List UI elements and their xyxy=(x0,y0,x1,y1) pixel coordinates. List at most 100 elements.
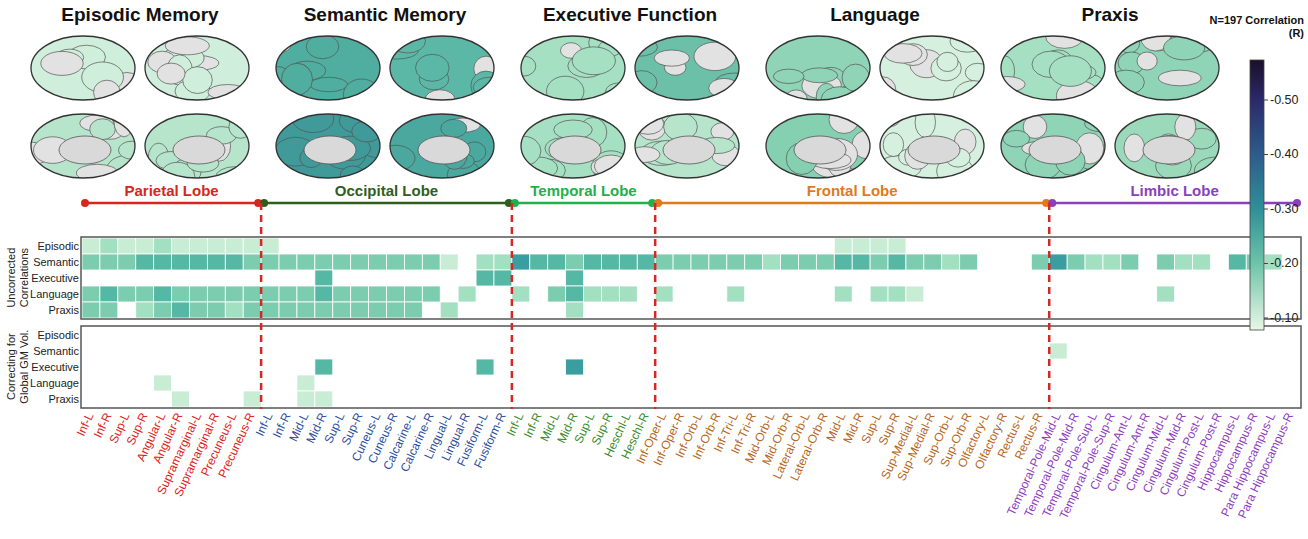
heatmap-cell xyxy=(172,254,190,270)
brain-region xyxy=(620,38,658,56)
colorbar-tick xyxy=(1264,154,1268,155)
lobe-bracket xyxy=(658,202,1046,205)
heatmap-cell xyxy=(100,302,118,318)
heatmap-cell xyxy=(136,254,154,270)
heatmap-cell xyxy=(243,302,261,318)
heatmap-cell xyxy=(655,254,673,270)
heatmap-cell xyxy=(494,254,512,270)
heatmap-cell xyxy=(369,302,387,318)
brain-regions xyxy=(870,31,993,113)
heatmap-cell xyxy=(189,254,207,270)
panel-frame xyxy=(81,326,1301,408)
heatmap-cell xyxy=(440,302,458,318)
brain-regions xyxy=(629,113,740,178)
heatmap-cell xyxy=(530,254,548,270)
brain-region xyxy=(1049,56,1091,87)
heatmap-cell xyxy=(315,359,333,375)
medial-wall xyxy=(794,136,846,164)
heatmap-cell xyxy=(136,238,154,254)
heatmap-cell xyxy=(243,254,261,270)
heatmap-cell xyxy=(512,254,530,270)
panel-frame xyxy=(81,237,1301,319)
brain-region xyxy=(282,63,313,95)
brain-surface xyxy=(1001,114,1105,178)
lobe-bracket xyxy=(264,202,509,205)
colorbar-tick-label: -0.50 xyxy=(1270,93,1299,107)
heatmap-cell xyxy=(1193,254,1211,270)
panel-heading: Language xyxy=(830,4,920,26)
heatmap-cell xyxy=(548,254,566,270)
brain-regions xyxy=(512,28,632,106)
brain-outline xyxy=(31,114,135,178)
brain-regions xyxy=(619,29,755,111)
colorbar-tick-label: -0.40 xyxy=(1270,147,1299,161)
brain-region xyxy=(950,31,985,53)
medial-wall xyxy=(59,136,111,164)
brain-region xyxy=(352,121,382,142)
brain-regions xyxy=(376,107,501,189)
brain-region xyxy=(506,136,541,165)
heatmap-cell xyxy=(619,286,637,302)
heatmap-cell xyxy=(333,254,351,270)
brain-region xyxy=(547,76,584,106)
heatmap-cell xyxy=(297,375,315,391)
heatmap-cell xyxy=(369,286,387,302)
heatmap-cell xyxy=(960,254,978,270)
heatmap-cell xyxy=(225,302,243,318)
lobe-bracket xyxy=(85,202,258,205)
heatmap-cell xyxy=(387,254,405,270)
heatmap-cell xyxy=(404,254,422,270)
heatmap-cell xyxy=(82,254,100,270)
brain-region xyxy=(1137,52,1157,70)
brain-region xyxy=(654,50,689,66)
brain-region xyxy=(379,27,401,45)
lobe-label: Occipital Lobe xyxy=(335,182,438,199)
lobe-label: Temporal Lobe xyxy=(530,182,636,199)
heatmap-cell xyxy=(1085,254,1103,270)
colorbar-ticks xyxy=(1264,100,1268,318)
heatmap-cell xyxy=(404,286,422,302)
brain-regions xyxy=(766,106,885,183)
heatmap-cell xyxy=(243,391,261,407)
panel-heading: Executive Function xyxy=(543,4,717,26)
brain-region xyxy=(157,63,185,84)
brain-surface xyxy=(1115,36,1219,100)
heatmap-cell xyxy=(1175,254,1193,270)
brain-region xyxy=(988,77,1025,93)
brain-region xyxy=(215,167,253,189)
heatmap-cell xyxy=(1157,254,1175,270)
brain-region xyxy=(627,71,657,95)
heatmap-cell xyxy=(100,254,118,270)
heatmap-cell xyxy=(154,302,172,318)
heatmap-cell xyxy=(798,254,816,270)
heatmap-cell xyxy=(315,302,333,318)
lobe-divider xyxy=(511,203,514,409)
heatmap-cell xyxy=(888,238,906,254)
brain-regions xyxy=(1001,108,1120,180)
row-label: Episodic xyxy=(37,329,79,342)
brain-regions xyxy=(877,107,984,185)
brain-region xyxy=(915,107,935,137)
heatmap-cell xyxy=(852,254,870,270)
heatmap-cell xyxy=(351,254,369,270)
colorbar-tick xyxy=(1264,100,1268,101)
heatmap-cell xyxy=(243,238,261,254)
heatmap-cell xyxy=(1067,254,1085,270)
medial-wall xyxy=(304,136,356,164)
heatmap-cell xyxy=(655,286,673,302)
colorbar-title: N=197 Correlation (R) xyxy=(1204,14,1304,39)
panel-side-label: Correcting for Global GM Vol. xyxy=(5,324,30,410)
heatmap-cell xyxy=(333,286,351,302)
brain-maps xyxy=(12,23,1237,192)
brain-region xyxy=(471,107,501,121)
heatmap-cell xyxy=(118,286,136,302)
row-label: Episodic xyxy=(37,240,79,253)
heatmap-cell xyxy=(870,254,888,270)
brain-outline xyxy=(521,114,625,178)
heatmap-cell xyxy=(673,254,691,270)
brain-region xyxy=(1124,134,1145,162)
colorbar xyxy=(1250,60,1264,330)
heatmap-cell xyxy=(888,286,906,302)
brain-outline xyxy=(766,36,870,100)
heatmap-cell xyxy=(601,286,619,302)
